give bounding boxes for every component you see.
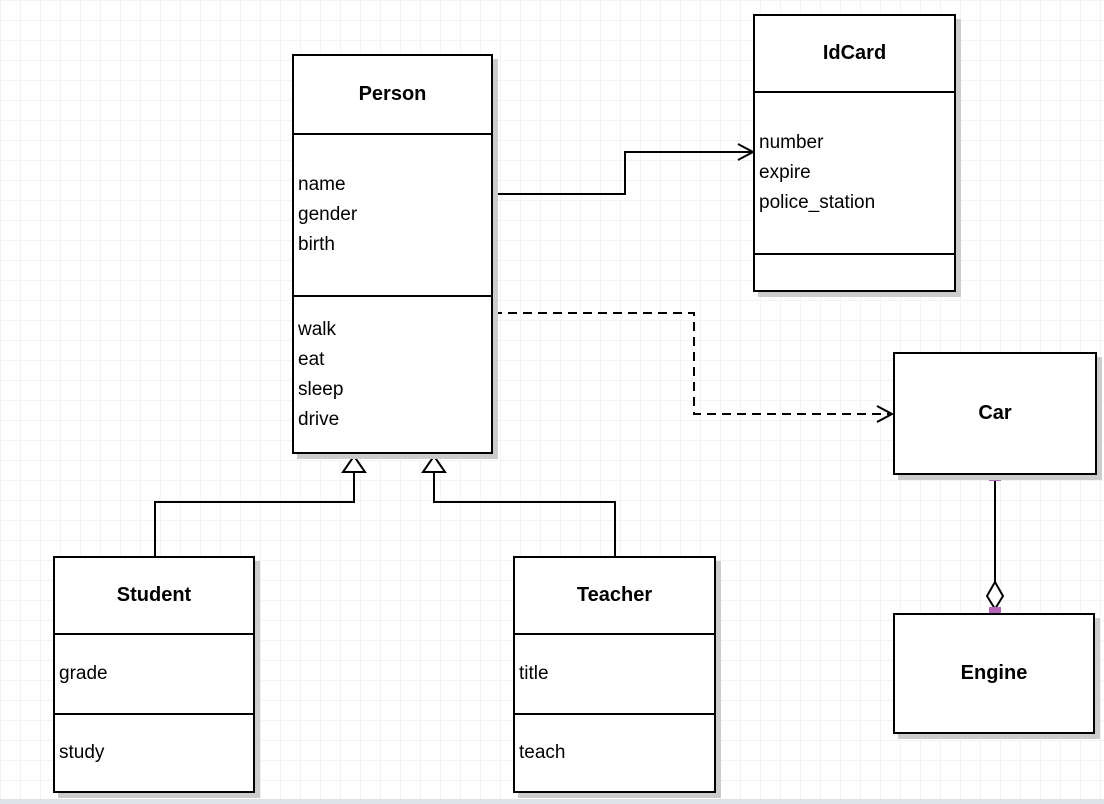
canvas-bottom-edge bbox=[0, 799, 1104, 804]
class-person-methods: walk eat sleep drive bbox=[294, 295, 491, 452]
method: study bbox=[59, 742, 105, 763]
attribute: grade bbox=[59, 663, 108, 684]
open-arrowhead-car bbox=[876, 405, 895, 423]
attribute: gender bbox=[298, 204, 358, 225]
method: sleep bbox=[298, 378, 344, 400]
class-teacher-attributes: title bbox=[515, 633, 714, 713]
association-person-idcard-line[interactable] bbox=[493, 151, 751, 195]
class-person-title: Person bbox=[358, 83, 427, 105]
attribute: police_station bbox=[759, 192, 876, 213]
class-idcard[interactable]: IdCard number expire police_station bbox=[753, 14, 956, 292]
class-idcard-title: IdCard bbox=[822, 42, 887, 64]
class-student[interactable]: Student grade study bbox=[53, 556, 255, 793]
dependency-person-car-line[interactable] bbox=[493, 312, 890, 415]
generalization-student-person-line[interactable] bbox=[154, 471, 355, 556]
open-arrowhead-idcard bbox=[737, 143, 756, 161]
method: teach bbox=[519, 742, 566, 763]
attribute: title bbox=[519, 663, 549, 684]
class-person[interactable]: Person name gender birth walk eat sleep … bbox=[292, 54, 493, 454]
attribute: expire bbox=[759, 162, 811, 183]
attribute: birth bbox=[298, 234, 335, 255]
generalization-teacher-person-line[interactable] bbox=[433, 471, 616, 556]
method: drive bbox=[298, 408, 340, 430]
method: eat bbox=[298, 348, 325, 370]
method: walk bbox=[298, 318, 337, 340]
class-engine[interactable]: Engine bbox=[893, 613, 1095, 734]
class-engine-title: Engine bbox=[960, 662, 1028, 684]
class-idcard-methods bbox=[755, 253, 954, 290]
attribute: number bbox=[759, 132, 824, 153]
class-car[interactable]: Car bbox=[893, 352, 1097, 475]
class-teacher[interactable]: Teacher title teach bbox=[513, 556, 716, 793]
class-student-title: Student bbox=[116, 584, 192, 606]
class-student-methods: study bbox=[55, 713, 253, 791]
class-student-attributes: grade bbox=[55, 633, 253, 713]
aggregation-diamond bbox=[985, 579, 1005, 611]
class-idcard-attributes: number expire police_station bbox=[755, 91, 954, 253]
class-person-attributes: name gender birth bbox=[294, 133, 491, 295]
inheritance-triangle-teacher bbox=[421, 454, 447, 473]
class-teacher-methods: teach bbox=[515, 713, 714, 791]
attribute: name bbox=[298, 174, 346, 195]
class-car-title: Car bbox=[978, 402, 1012, 424]
class-teacher-title: Teacher bbox=[576, 584, 653, 606]
inheritance-triangle-student bbox=[341, 454, 367, 473]
